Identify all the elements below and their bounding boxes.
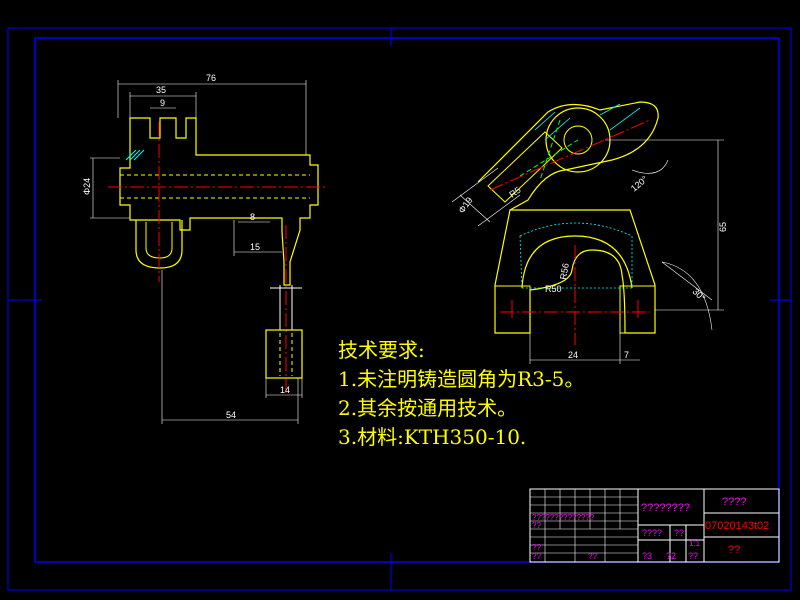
title-block: ???????? ???? 07020143t02 ?? ???? ?? 1:1… (529, 488, 780, 563)
dim-35: 35 (156, 85, 166, 95)
front-view-outline (119, 117, 319, 286)
tech-req-item-1: 1.未注明铸造圆角为R3-5。 (338, 367, 585, 391)
side-view-leg-left (494, 285, 531, 334)
side-view-arm (477, 101, 659, 211)
title-block-frame (529, 488, 780, 563)
tb-cell-a: ?? (532, 521, 541, 530)
dim-8: 8 (250, 212, 255, 222)
hatch (125, 149, 137, 161)
tb-drawing-no: 07020143t02 (705, 520, 769, 532)
side-view-leg-right (619, 285, 656, 334)
drawing-frame (34, 37, 780, 563)
dim-15: 15 (250, 242, 260, 252)
tb-cell-f: ?? (674, 528, 684, 538)
tb-cell-e: ???? (642, 528, 662, 538)
dim-65: 65 (718, 222, 728, 232)
dim-24: Φ24 (82, 178, 92, 195)
side-view-section (519, 222, 633, 289)
dim-9: 9 (160, 98, 165, 108)
tb-scale-label: ???? (722, 496, 746, 508)
side-view-slot (487, 131, 563, 203)
construction-line (539, 119, 561, 181)
dim-line (477, 194, 521, 227)
center-line (489, 119, 651, 191)
dim-line (451, 167, 499, 203)
dim-76: 76 (206, 73, 216, 83)
hatch (133, 149, 145, 161)
tb-cell-j: ?? (688, 551, 698, 561)
dim-r50: R50 (545, 284, 562, 294)
side-view: 65 24 7 Φ19 R50 R56 R5 120° 30° (451, 101, 728, 364)
dim-arc (631, 159, 669, 174)
dim-angle-120: 120° (629, 174, 650, 194)
dim-7: 7 (624, 350, 629, 360)
tb-cell-d: ?? (588, 552, 597, 561)
tb-part-name: ???????? (641, 502, 690, 514)
dim-arc (661, 261, 713, 331)
dim-24h: 24 (568, 350, 578, 360)
dim-54: 54 (226, 410, 236, 420)
tb-cell-i: ?2 (666, 551, 676, 561)
stem-block (265, 329, 303, 379)
side-view-outline (494, 209, 656, 334)
technical-requirements: 技术要求: 1.未注明铸造圆角为R3-5。 2.其余按通用技术。 3.材料:KT… (338, 336, 584, 452)
sheet-border (7, 27, 792, 591)
construction-line (519, 139, 579, 177)
tb-cell-b: ?? (532, 543, 541, 552)
front-view: 76 35 9 Φ24 8 15 14 54 (82, 73, 325, 424)
tb-material: ?? (728, 544, 740, 556)
dim-angle-30: 30° (691, 286, 708, 303)
front-view-boss-inner (145, 222, 173, 259)
hatch (129, 149, 141, 161)
dim-r56: R56 (558, 262, 571, 280)
side-view-hole (563, 125, 593, 155)
tech-req-title: 技术要求: (338, 338, 425, 362)
tb-cell-h: ?3 (642, 551, 652, 561)
tb-cell-g: 1:1 (689, 539, 701, 548)
tech-req-item-3: 3.材料:KTH350-10. (338, 425, 527, 449)
front-view-boss (135, 220, 183, 269)
tech-req-item-2: 2.其余按通用技术。 (338, 396, 518, 420)
side-view-arch (521, 235, 633, 289)
dim-line (459, 194, 491, 223)
dim-14: 14 (280, 385, 290, 395)
tb-cell-c: ?? (532, 552, 541, 561)
dim-line (661, 261, 713, 301)
tb-rows-text: ?????????????? (532, 513, 595, 522)
